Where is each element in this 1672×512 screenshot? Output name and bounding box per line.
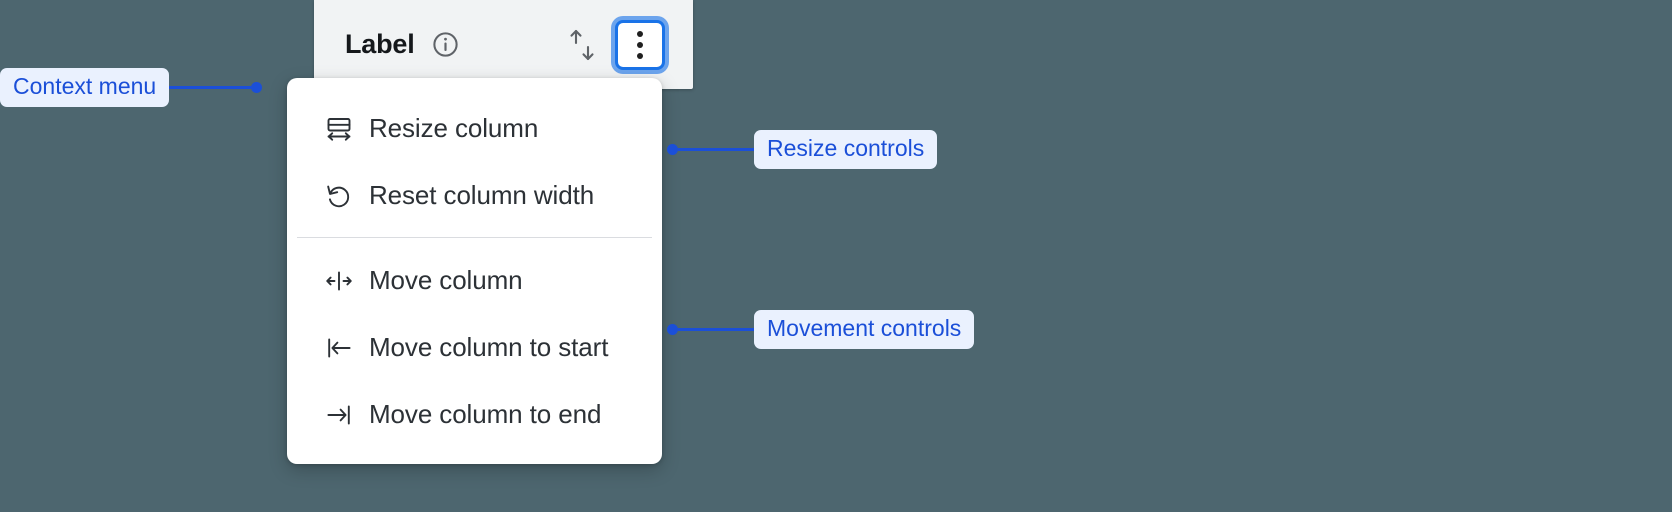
annotation-movement-controls: Movement controls	[667, 310, 975, 349]
column-context-menu: Resize column Reset column width Move co…	[287, 78, 662, 464]
annotation-resize-controls: Resize controls	[667, 130, 938, 169]
annotation-label: Movement controls	[754, 310, 975, 349]
annotation-leader-line	[169, 86, 252, 89]
menu-item-move-column-to-start[interactable]: Move column to start	[287, 314, 662, 381]
annotation-label: Context menu	[0, 68, 170, 107]
resize-column-icon	[323, 113, 355, 145]
menu-item-label: Reset column width	[369, 180, 595, 210]
column-header-panel: Label	[314, 0, 693, 89]
sort-up-down-icon[interactable]	[565, 27, 599, 63]
menu-item-label: Move column to start	[369, 332, 609, 362]
annotation-label: Resize controls	[754, 130, 938, 169]
column-options-button[interactable]	[615, 19, 665, 70]
menu-item-move-column[interactable]: Move column	[287, 247, 662, 314]
menu-divider	[297, 237, 652, 238]
move-column-icon	[323, 265, 355, 297]
annotation-leader-line	[678, 328, 754, 331]
move-to-end-icon	[323, 399, 355, 431]
move-to-start-icon	[323, 332, 355, 364]
menu-item-label: Move column to end	[369, 399, 602, 429]
menu-item-label: Move column	[369, 265, 523, 295]
annotation-leader-line	[678, 148, 754, 151]
annotation-anchor-dot	[667, 324, 678, 335]
annotation-context-menu: Context menu	[0, 68, 263, 107]
menu-item-label: Resize column	[369, 113, 539, 143]
page-title: Label	[345, 29, 415, 59]
menu-item-move-column-to-end[interactable]: Move column to end	[287, 381, 662, 448]
annotation-anchor-dot	[251, 82, 263, 93]
menu-item-reset-column-width[interactable]: Reset column width	[287, 162, 662, 229]
menu-item-resize-column[interactable]: Resize column	[287, 95, 662, 162]
kebab-vertical-icon	[637, 30, 643, 59]
info-circle-icon[interactable]	[431, 30, 460, 59]
annotation-anchor-dot	[667, 144, 678, 155]
reset-width-icon	[323, 180, 355, 212]
